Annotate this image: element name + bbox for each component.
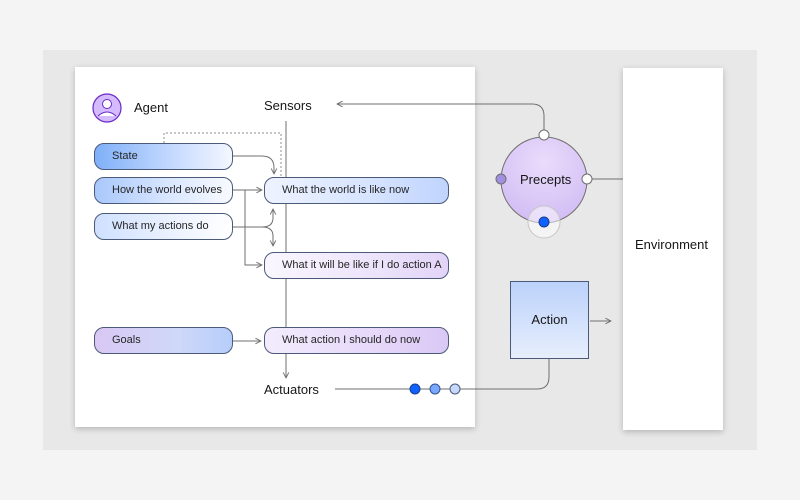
agent-title: Agent	[134, 100, 168, 115]
action-box: Action	[510, 281, 589, 359]
precepts-port-top	[538, 129, 550, 141]
world-now-pill: What the world is like now	[264, 177, 449, 204]
goals-pill: Goals	[94, 327, 233, 354]
actions-up-arrow	[233, 209, 273, 228]
action-label: Action	[531, 312, 568, 327]
world-if-action-pill: What it will be like if I do action A	[264, 252, 449, 279]
what-action-pill: What action I should do now	[264, 327, 449, 354]
precepts-port-bottom	[538, 216, 550, 228]
state-dotted-line	[163, 132, 282, 176]
actuators-action-line	[335, 359, 550, 390]
precepts-port-right	[581, 173, 593, 185]
actuator-dot-3	[449, 383, 461, 395]
actuators-label: Actuators	[264, 382, 319, 397]
sensors-label: Sensors	[264, 98, 312, 113]
environment-label: Environment	[635, 237, 708, 252]
precepts-label: Precepts	[520, 172, 572, 187]
precepts-port-left	[495, 173, 507, 185]
state-arrow	[233, 155, 274, 174]
actions-down-arrow	[261, 226, 273, 246]
actuator-dot-2	[429, 383, 441, 395]
actions-do-pill: What my actions do	[94, 213, 233, 240]
world-evolves-pill: How the world evolves	[94, 177, 233, 204]
state-pill: State	[94, 143, 233, 170]
actuator-dot-1	[409, 383, 421, 395]
user-avatar-icon	[92, 93, 122, 123]
precepts-to-sensors-arrow	[337, 104, 545, 130]
environment-panel	[623, 68, 723, 430]
evolves-future-arrow	[244, 190, 262, 265]
agent-panel	[75, 67, 475, 427]
